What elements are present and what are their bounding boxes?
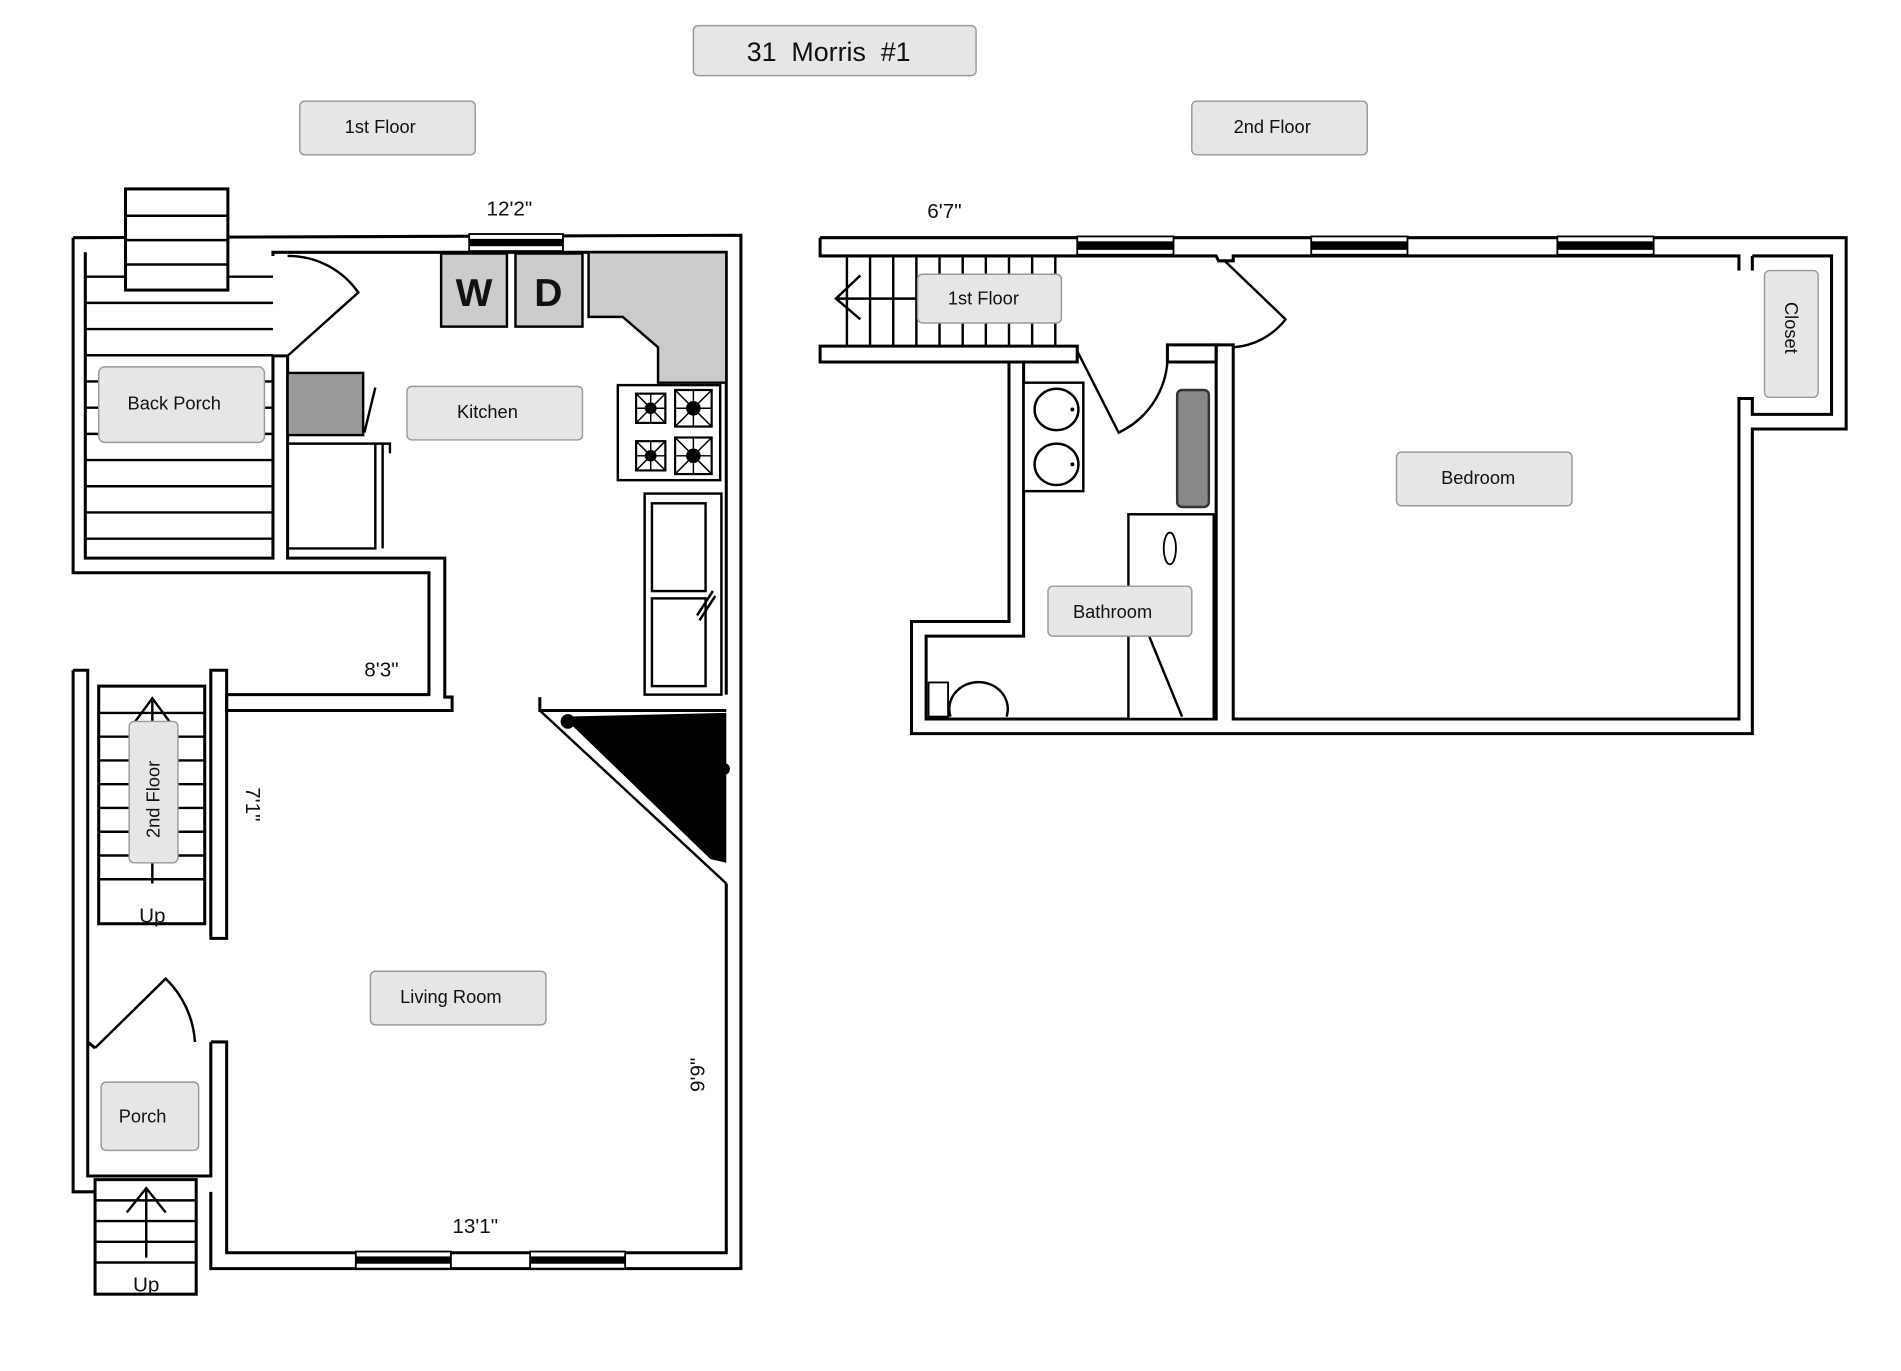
porch-steps[interactable]: Up <box>93 1178 198 1297</box>
refrigerator <box>286 371 365 437</box>
svg-text:31 Morris #1: 31 Morris #1 <box>747 37 911 67</box>
bedroom-door[interactable] <box>1223 259 1288 349</box>
svg-text:Up: Up <box>133 1274 159 1297</box>
windows-first-floor <box>354 233 627 1270</box>
svg-text:Kitchen: Kitchen <box>457 401 518 422</box>
dimension-living-depth: 9'9" <box>686 1058 709 1092</box>
kitchen-sink <box>643 492 723 696</box>
svg-text:1st Floor: 1st Floor <box>948 288 1019 309</box>
room-label-kitchen: Kitchen <box>406 385 584 441</box>
corner-counter <box>587 251 728 384</box>
dimension-bottom-width: 13'1" <box>452 1215 498 1238</box>
stairs-to-second-floor[interactable]: 2nd Floor Up <box>97 684 207 928</box>
svg-text:Porch: Porch <box>119 1105 167 1126</box>
svg-text:D: D <box>534 272 562 315</box>
svg-text:1st Floor: 1st Floor <box>345 116 416 137</box>
room-label-back-porch: Back Porch <box>97 366 266 444</box>
front-door[interactable] <box>94 976 197 1049</box>
radiator <box>1175 388 1211 509</box>
svg-text:Bathroom: Bathroom <box>1073 601 1152 622</box>
windows-second-floor <box>1076 235 1655 256</box>
stove <box>616 383 722 482</box>
title-box: 31 Morris #1 <box>692 24 977 77</box>
svg-text:Living Room: Living Room <box>400 986 502 1007</box>
burner-icon <box>674 388 713 428</box>
bathroom-door[interactable] <box>1076 350 1169 435</box>
room-label-bedroom: Bedroom <box>1395 451 1573 507</box>
washer: W <box>439 252 509 328</box>
burner-icon <box>635 440 667 472</box>
burner-icon <box>635 392 667 424</box>
first-floor-walls <box>71 233 743 1271</box>
svg-text:Bedroom: Bedroom <box>1441 467 1515 488</box>
svg-text:2nd Floor: 2nd Floor <box>1234 116 1311 137</box>
svg-text:Up: Up <box>139 905 165 928</box>
svg-text:2nd Floor: 2nd Floor <box>143 761 164 838</box>
svg-text:Closet: Closet <box>1781 302 1802 354</box>
dimension-top-width: 12'2" <box>486 198 532 221</box>
room-label-closet: Closet <box>1763 269 1819 399</box>
stairs-to-first-floor[interactable]: 1st Floor <box>834 255 1063 347</box>
dimension-stair-wall: 7'1" <box>241 787 264 821</box>
back-porch-stairs <box>85 187 273 540</box>
burner-icon <box>674 436 713 476</box>
corner-fireplace <box>539 709 730 885</box>
room-label-bathroom: Bathroom <box>1047 585 1193 637</box>
second-floor-heading: 2nd Floor <box>1191 100 1368 156</box>
kitchen-counter <box>287 442 392 550</box>
dimension-stair-width: 6'7" <box>927 200 961 223</box>
room-label-living-room: Living Room <box>369 970 547 1026</box>
room-label-porch: Porch <box>100 1081 200 1152</box>
dryer: D <box>514 252 584 328</box>
bathroom-vanity <box>1022 381 1085 493</box>
dimension-hall-width: 8'3" <box>364 658 398 681</box>
toilet <box>927 680 1009 718</box>
first-floor-heading: 1st Floor <box>299 100 476 156</box>
svg-text:Back Porch: Back Porch <box>128 392 221 413</box>
svg-text:W: W <box>456 272 493 315</box>
back-door[interactable] <box>286 254 360 357</box>
